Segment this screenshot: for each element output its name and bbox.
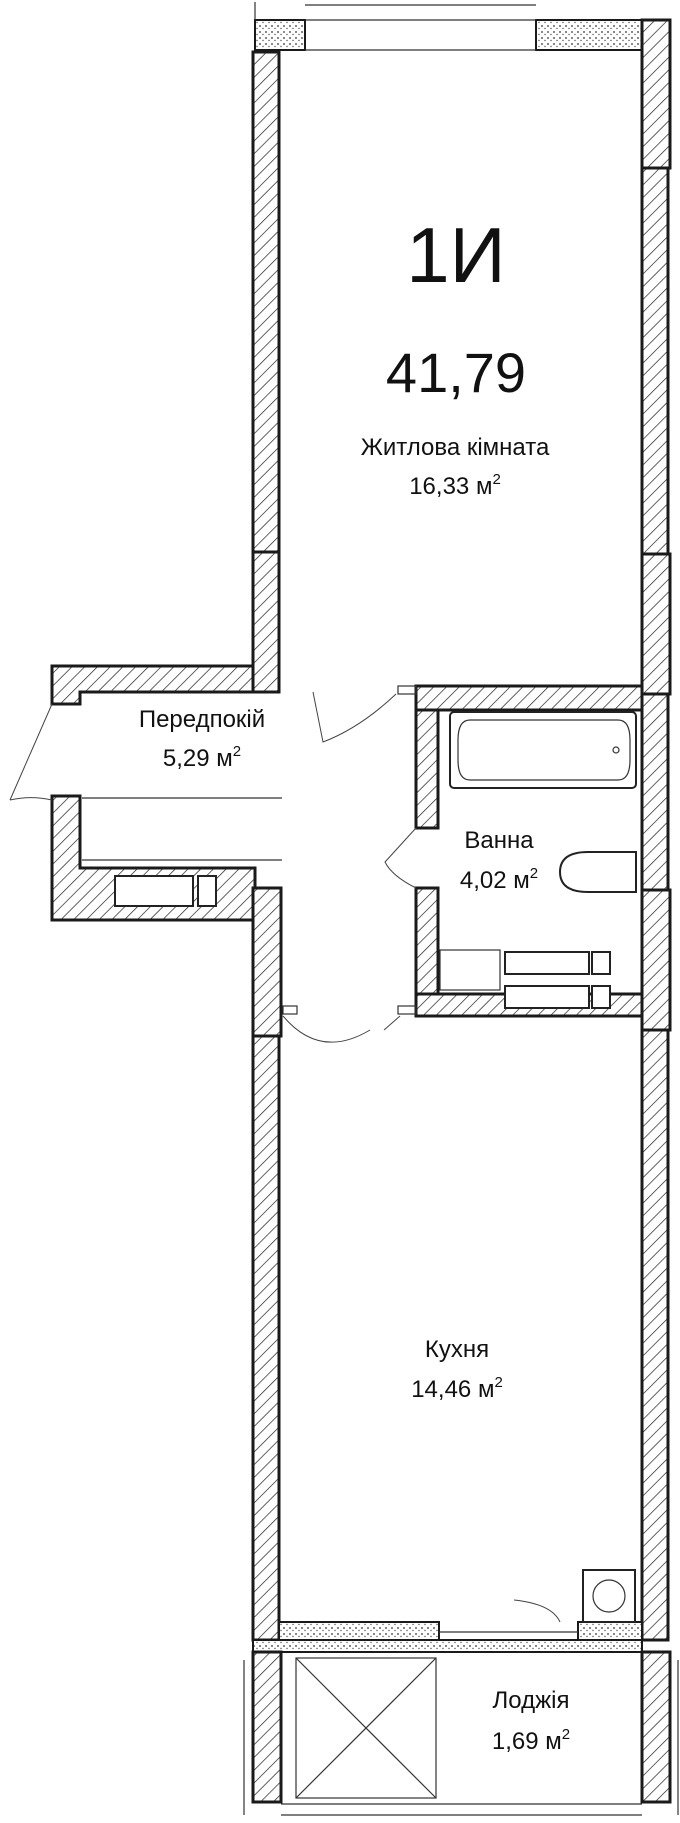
doors [9,685,417,1043]
living-left-pier [251,550,281,694]
bathtub [449,711,637,789]
bath-left-wall-upper [414,708,440,830]
room-name-loggia: Лоджія [493,1687,570,1714]
loggia-right-wall [640,1650,672,1804]
electric-panel-small [197,875,217,907]
loggia-window [278,1569,643,1641]
room-name-kitchen: Кухня [425,1336,489,1363]
right-pier-low [640,888,672,1032]
apartment-total-area: 41,79 [386,341,526,404]
loggia-top [252,1639,643,1653]
wardrobe [82,797,282,861]
room-area-hall: 5,29 м2 [163,743,241,772]
loggia-cabinet [295,1657,437,1799]
apartment-code: 1И [406,211,505,299]
electric-panel [114,875,194,907]
kitchen-left-wall [251,1034,281,1642]
sink [558,851,637,893]
entrance-top-wall [50,664,255,706]
living-left-wall [251,50,281,554]
top-window [254,2,645,51]
room-name-hall: Передпокій [139,706,265,733]
room-area-loggia: 1,69 м2 [492,1726,570,1755]
right-wall-upper [640,166,670,556]
right-wall-bath [640,692,670,892]
washer-cabinet [439,949,611,1009]
loggia-glazing [243,1660,679,1816]
right-wall-kitchen [640,1028,670,1642]
kitchen-left-pier [251,886,283,1038]
loggia-left-wall [251,1650,283,1804]
room-name-living: Житлова кімната [361,434,550,461]
right-pier-top [640,18,672,170]
right-pier-mid [640,552,672,696]
room-area-bath: 4,02 м2 [460,865,538,894]
room-area-kitchen: 14,46 м2 [411,1374,503,1403]
room-area-living: 16,33 м2 [409,471,501,500]
room-name-bath: Ванна [464,827,534,854]
bath-top-wall [414,684,644,712]
